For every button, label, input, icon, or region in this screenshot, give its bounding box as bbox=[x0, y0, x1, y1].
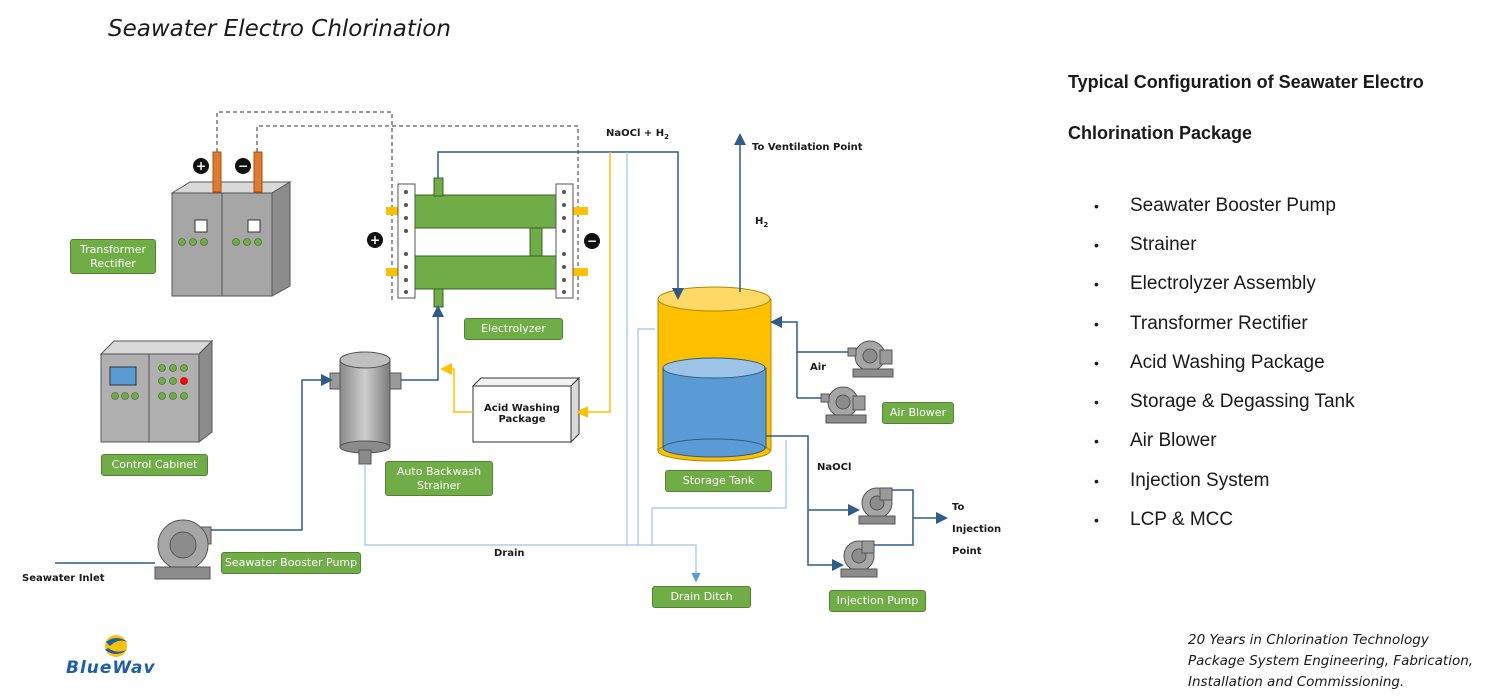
bullet-icon: • bbox=[1094, 472, 1099, 489]
minus-electrolyzer-icon: − bbox=[584, 233, 600, 249]
label-air: Air bbox=[810, 362, 827, 373]
bullet-icon: • bbox=[1094, 276, 1099, 293]
page-title: Seawater Electro Chlorination bbox=[108, 16, 451, 42]
bluewav-logo-icon bbox=[105, 635, 128, 657]
label-seawater-inlet: Seawater Inlet bbox=[22, 573, 105, 584]
process-diagram bbox=[55, 111, 948, 583]
control-cabinet-unit bbox=[99, 339, 214, 444]
list-item: •Transformer Rectifier bbox=[1094, 312, 1308, 334]
label-storage-tank: Storage Tank bbox=[665, 470, 772, 492]
tagline-line3: Installation and Commissioning. bbox=[1188, 674, 1405, 690]
bullet-icon: • bbox=[1094, 394, 1099, 411]
label-auto-backwash-strainer: Auto Backwash Strainer bbox=[385, 461, 493, 496]
tagline-line1: 20 Years in Chlorination Technology bbox=[1188, 632, 1429, 648]
air-blower-2-shape bbox=[820, 386, 867, 424]
label-acid-washing-package: Acid Washing Package bbox=[484, 403, 560, 425]
list-item: •Seawater Booster Pump bbox=[1094, 194, 1336, 216]
bullet-icon: • bbox=[1094, 197, 1099, 214]
label-to-injection-2: Injection bbox=[952, 524, 1002, 535]
label-injection-pump: Injection Pump bbox=[829, 590, 926, 612]
configuration-heading-line1: Typical Configuration of Seawater Electr… bbox=[1068, 72, 1424, 92]
component-list: •Seawater Booster Pump •Strainer •Electr… bbox=[1094, 186, 1355, 540]
label-drain-ditch: Drain Ditch bbox=[652, 586, 751, 608]
label-h2: H2 bbox=[755, 216, 769, 229]
tagline-line2: Package System Engineering, Fabrication, bbox=[1188, 653, 1474, 669]
label-naocl: NaOCl bbox=[817, 462, 852, 473]
bullet-icon: • bbox=[1094, 315, 1099, 332]
plus-terminal-icon: + bbox=[193, 158, 209, 174]
list-item: •Air Blower bbox=[1094, 430, 1217, 452]
minus-terminal-icon: − bbox=[235, 158, 251, 174]
bullet-icon: • bbox=[1094, 236, 1099, 253]
electrolyzer-unit bbox=[386, 177, 588, 308]
label-to-ventilation: To Ventilation Point bbox=[752, 142, 863, 153]
strainer-unit bbox=[329, 351, 402, 465]
label-drain: Drain bbox=[494, 548, 525, 559]
bullet-icon: • bbox=[1094, 512, 1099, 529]
label-electrolyzer: Electrolyzer bbox=[464, 318, 563, 340]
list-item: •LCP & MCC bbox=[1094, 509, 1234, 531]
company-tagline: 20 Years in Chlorination Technology Pack… bbox=[1188, 630, 1473, 693]
air-blower-1-shape bbox=[847, 340, 894, 378]
list-item: •Injection System bbox=[1094, 469, 1270, 491]
bullet-icon: • bbox=[1094, 433, 1099, 450]
storage-tank-unit bbox=[657, 286, 772, 462]
label-control-cabinet: Control Cabinet bbox=[101, 454, 208, 476]
list-item: •Storage & Degassing Tank bbox=[1094, 391, 1355, 413]
injection-pump-2-shape bbox=[840, 540, 878, 578]
list-item: •Electrolyzer Assembly bbox=[1094, 273, 1316, 295]
transformer-rectifier-unit bbox=[170, 151, 292, 297]
label-naocl-h2: NaOCl + H2 bbox=[606, 128, 669, 141]
drain-lines bbox=[364, 152, 787, 583]
label-transformer-rectifier: Transformer Rectifier bbox=[70, 239, 156, 274]
list-item: •Strainer bbox=[1094, 233, 1197, 255]
booster-pump-shape bbox=[154, 519, 212, 580]
configuration-heading: Typical Configuration of Seawater Electr… bbox=[1068, 57, 1468, 159]
label-air-blower: Air Blower bbox=[882, 402, 954, 424]
process-piping bbox=[55, 133, 948, 571]
configuration-heading-line2: Chlorination Package bbox=[1068, 123, 1253, 143]
logo-text: BlueWav bbox=[66, 658, 156, 678]
label-to-injection-3: Point bbox=[952, 546, 982, 557]
list-item: •Acid Washing Package bbox=[1094, 351, 1325, 373]
label-to-injection-1: To bbox=[952, 502, 965, 513]
acid-washing-lines bbox=[440, 152, 611, 418]
acid-washing-box bbox=[471, 376, 581, 444]
bullet-icon: • bbox=[1094, 354, 1099, 371]
plus-electrolyzer-icon: + bbox=[367, 232, 383, 248]
injection-pump-1-shape bbox=[858, 487, 896, 525]
label-seawater-booster-pump: Seawater Booster Pump bbox=[221, 552, 361, 574]
